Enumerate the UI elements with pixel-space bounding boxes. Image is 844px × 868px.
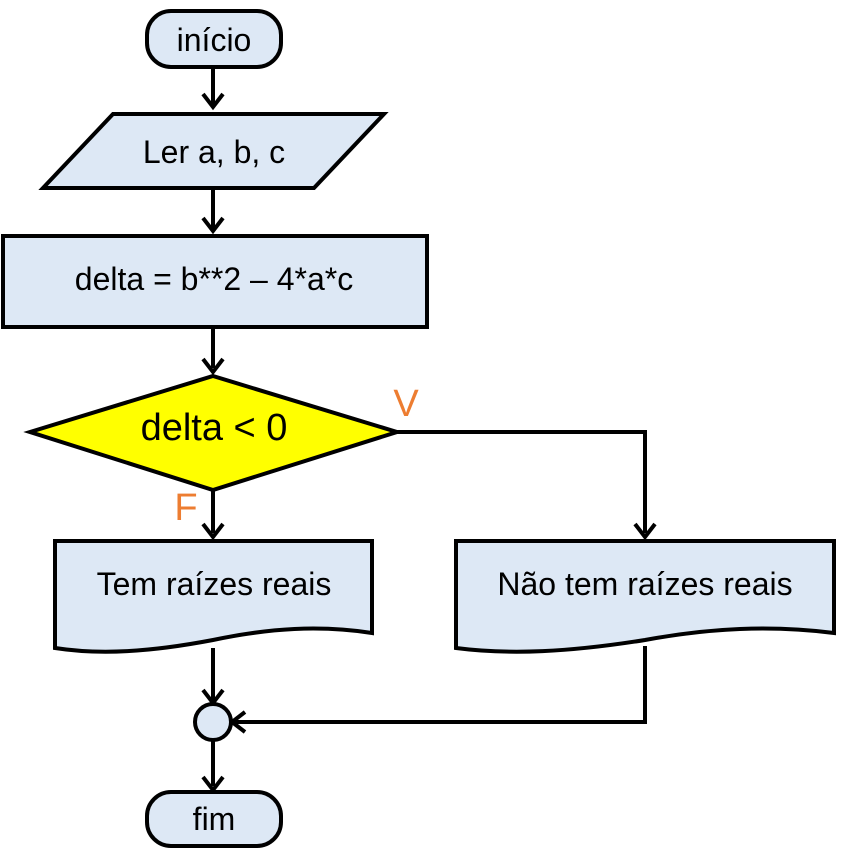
merge-connector — [193, 702, 233, 742]
input-label: Ler a, b, c — [143, 134, 285, 170]
input-parallelogram — [38, 112, 389, 190]
process-label: delta = b**2 – 4*a*c — [75, 261, 353, 297]
arrowhead — [633, 522, 657, 541]
edge-true-output-merge — [234, 646, 647, 724]
arrowhead — [201, 357, 225, 376]
start-label: início — [177, 22, 252, 58]
output-true-label: Não tem raízes reais — [497, 566, 792, 602]
false-branch-label: F — [174, 487, 197, 529]
decision-diamond — [23, 373, 404, 493]
output-document-true — [454, 539, 836, 654]
process-box — [1, 234, 429, 329]
output-document-false — [53, 539, 374, 654]
true-branch-label: V — [393, 383, 419, 425]
arrowhead — [201, 216, 225, 235]
decision-label: delta < 0 — [141, 407, 288, 449]
end-label: fim — [193, 801, 236, 837]
start-terminator — [145, 9, 283, 69]
output-false-label: Tem raízes reais — [97, 566, 332, 602]
arrowhead — [201, 92, 225, 111]
edge-decision-true — [397, 430, 647, 533]
end-terminator — [145, 790, 283, 848]
arrowhead — [201, 522, 225, 541]
